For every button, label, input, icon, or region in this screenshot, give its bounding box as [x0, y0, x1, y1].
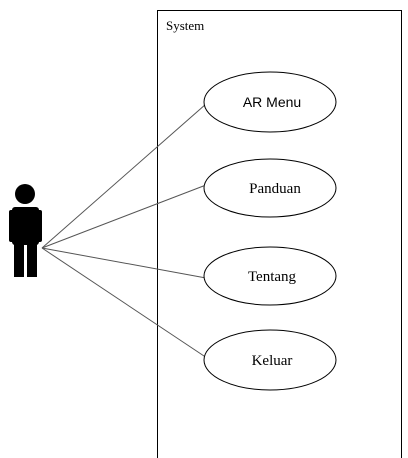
associations [41, 103, 211, 361]
use-case-label: Tentang [248, 269, 297, 285]
association-line-panduan [41, 184, 207, 249]
system-boundary [157, 10, 402, 458]
association-line-ar-menu [41, 103, 207, 249]
association-line-keluar [41, 247, 211, 361]
actor-body [12, 207, 39, 245]
use-case-label: AR Menu [243, 94, 301, 110]
system-label: System [166, 18, 204, 33]
actor-head [15, 184, 35, 204]
use-case-ellipse [203, 329, 337, 391]
use-case-keluar: Keluar [203, 329, 337, 391]
actor-leg-left [14, 243, 24, 277]
use-case-label: Panduan [249, 181, 301, 197]
use-case-label: Keluar [252, 353, 293, 369]
use-case-ellipse [203, 246, 337, 306]
actor-person-icon [9, 184, 42, 277]
use-case-ellipse [203, 71, 337, 133]
association-line-tentang [41, 247, 207, 279]
actor-arm-right [36, 210, 42, 242]
actor-arm-left [9, 210, 15, 242]
use-case-tentang: Tentang [203, 246, 337, 306]
use-case-ellipse [203, 158, 337, 218]
use-case-panduan: Panduan [203, 158, 337, 218]
use-case-ar-menu: AR Menu [203, 71, 337, 133]
actor-leg-right [27, 243, 37, 277]
